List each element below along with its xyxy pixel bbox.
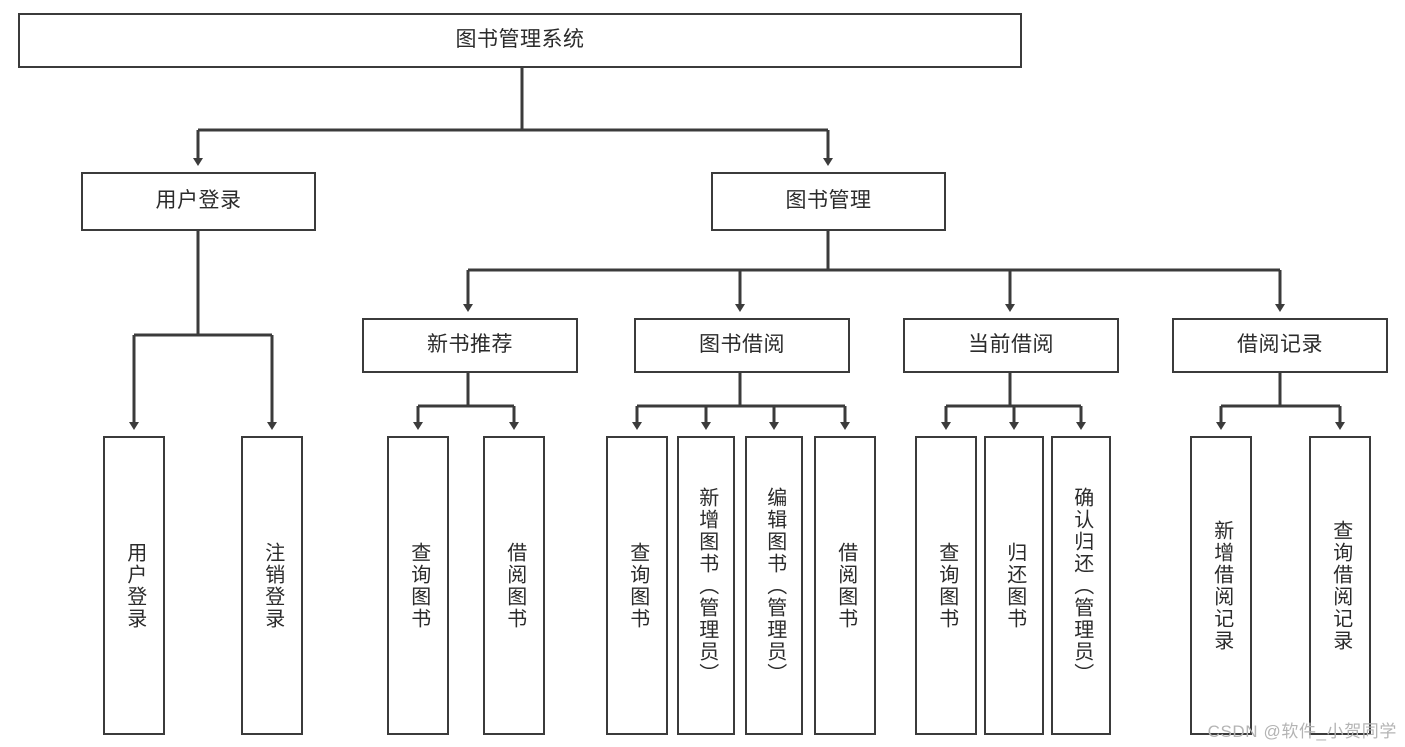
node-label: 注销登录 [261,541,284,630]
node-label: 确认归还（管理员） [1070,486,1093,685]
leaf-borrow-book-recommend[interactable]: 借阅图书 [483,436,545,735]
leaf-add-book-admin[interactable]: 新增图书（管理员） [677,436,735,735]
node-user-login[interactable]: 用户登录 [81,172,316,231]
leaf-user-login[interactable]: 用户登录 [103,436,165,735]
leaf-logout-login[interactable]: 注销登录 [241,436,303,735]
node-book-management[interactable]: 图书管理 [711,172,946,231]
node-book-borrow[interactable]: 图书借阅 [634,318,850,373]
leaf-query-borrow-record[interactable]: 查询借阅记录 [1309,436,1371,735]
leaf-query-book-current[interactable]: 查询图书 [915,436,977,735]
node-label: 新增借阅记录 [1210,519,1233,652]
node-borrow-record[interactable]: 借阅记录 [1172,318,1388,373]
node-label: 新书推荐 [427,333,513,357]
node-label: 归还图书 [1003,541,1026,630]
leaf-return-book[interactable]: 归还图书 [984,436,1044,735]
leaf-query-book-borrow[interactable]: 查询图书 [606,436,668,735]
leaf-confirm-return-admin[interactable]: 确认归还（管理员） [1051,436,1111,735]
node-label: 查询图书 [935,541,958,630]
node-label: 图书管理系统 [455,28,585,52]
node-label: 借阅图书 [834,541,857,630]
node-label: 用户登录 [123,541,146,630]
node-label: 用户登录 [155,189,242,213]
node-root-book-management-system[interactable]: 图书管理系统 [18,13,1022,68]
node-label: 图书管理 [785,189,872,213]
node-label: 查询图书 [407,541,430,630]
leaf-add-borrow-record[interactable]: 新增借阅记录 [1190,436,1252,735]
csdn-watermark: CSDN @软件_小贺同学 [1207,722,1397,741]
node-label: 编辑图书（管理员） [763,486,786,685]
node-label: 图书借阅 [699,333,785,357]
leaf-query-book-recommend[interactable]: 查询图书 [387,436,449,735]
node-label: 查询图书 [626,541,649,630]
leaf-edit-book-admin[interactable]: 编辑图书（管理员） [745,436,803,735]
node-label: 新增图书（管理员） [695,486,718,685]
leaf-borrow-book[interactable]: 借阅图书 [814,436,876,735]
node-label: 当前借阅 [968,333,1054,357]
node-label: 查询借阅记录 [1329,519,1352,652]
node-new-book-recommend[interactable]: 新书推荐 [362,318,578,373]
node-current-borrow[interactable]: 当前借阅 [903,318,1119,373]
node-label: 借阅记录 [1237,333,1323,357]
node-label: 借阅图书 [503,541,526,630]
